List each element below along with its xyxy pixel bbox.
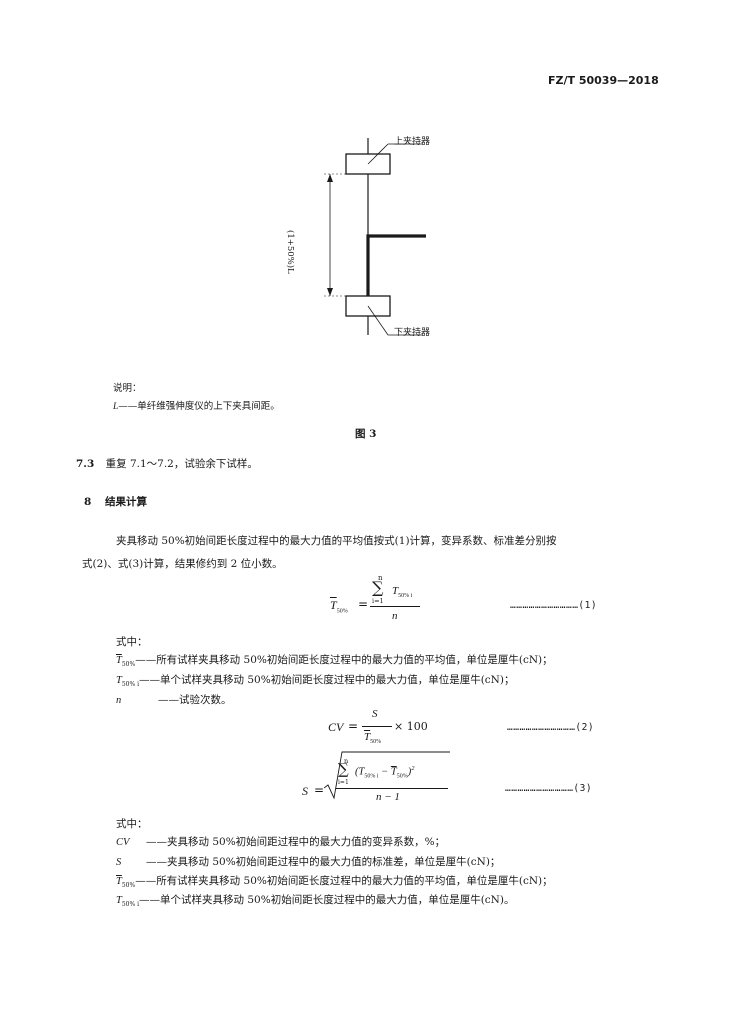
eq1-number: ……………………………(1)	[510, 600, 598, 611]
where2-item-3: T50%——所有试样夹具移动 50%初始间距长度过程中的最大力值的平均值，单位是…	[116, 875, 553, 890]
eq1-sum-top: n	[378, 574, 383, 582]
eq1-fraction-bar	[370, 606, 420, 607]
eq3-lhs: S	[302, 784, 308, 798]
lower-leader	[367, 305, 389, 336]
section-7-3: 7.3 重复 7.1～7.2，试验余下试样。	[76, 456, 258, 471]
intro-line-1: 夹具移动 50%初始间距长度过程中的最大力值的平均值按式(1)计算，变异系数、标…	[116, 535, 557, 547]
where2-item-1: CV——夹具移动 50%初始间距过程中的最大力值的变异系数，%；	[116, 836, 446, 848]
eq3-numerator-term: (T50% i − T50%)2	[355, 765, 415, 780]
eq1-sigma: ∑	[372, 578, 384, 597]
figure-caption: 图 3	[355, 428, 377, 440]
legend-text: ——单纤维强伸度仪的上下夹具间距。	[118, 401, 280, 412]
where2-item-2: S——夹具移动 50%初始间距过程中的最大力值的标准差，单位是厘牛(cN)；	[116, 856, 501, 868]
upper-clamp-label: 上夹持器	[394, 137, 431, 147]
eq2-number: ……………………………(2)	[507, 722, 595, 733]
eq2-lhs: CV	[328, 720, 344, 734]
where1-title: 式中：	[116, 636, 148, 648]
eq2-denominator: T50%	[364, 731, 382, 746]
eq1-equals: =	[358, 597, 369, 611]
where2-item-4: T50% i——单个试样夹具移动 50%初始间距长度过程中的最大力值，单位是厘牛…	[116, 894, 515, 909]
eq3-radical	[324, 751, 450, 800]
legend-row: L——单纤维强伸度仪的上下夹具间距。	[113, 398, 280, 412]
where1-item-2: T50% i——单个试样夹具移动 50%初始间距长度过程中的最大力值，单位是厘牛…	[116, 674, 515, 689]
upper-leader	[367, 143, 389, 165]
intro-line-2: 式(2)、式(3)计算，结果修约到 2 位小数。	[82, 558, 283, 570]
where1-item-3: n——试验次数。	[116, 694, 232, 706]
eq1-lhs: T50%	[330, 598, 348, 615]
eq2-numerator: S	[372, 708, 378, 720]
eq2-times: × 100	[394, 720, 428, 733]
dimension-label: (1+50%)L	[285, 230, 295, 274]
section-8-heading: 8 结果计算	[84, 494, 147, 509]
eq3-sigma: ∑	[338, 760, 349, 778]
eq3-number: ……………………………(3)	[505, 783, 593, 794]
eq3-denominator: n − 1	[376, 791, 400, 803]
eq1-sum-bottom: i=1	[372, 597, 384, 605]
where1-item-1: T50%——所有试样夹具移动 50%初始间距长度过程中的最大力值的平均值，单位是…	[116, 654, 553, 669]
section-8-number: 8	[84, 496, 92, 508]
eq3-equals: =	[314, 783, 325, 797]
eq2-fraction-bar	[362, 726, 392, 727]
eq3-sum-bottom: i=1	[338, 779, 349, 786]
lower-clamp-label: 下夹持器	[394, 328, 431, 338]
eq1-denominator: n	[392, 610, 398, 622]
eq3-fraction-bar	[336, 788, 448, 789]
legend-symbol: L	[113, 402, 119, 412]
section-7-3-text: 重复 7.1～7.2，试验余下试样。	[105, 458, 258, 470]
legend-title: 说明：	[113, 383, 142, 394]
eq3-sum-top: n	[344, 757, 349, 765]
eq2-equals: =	[348, 719, 359, 733]
eq1-term: T50% i	[392, 585, 413, 600]
fiber-bend	[366, 234, 426, 296]
section-8-title: 结果计算	[104, 496, 147, 508]
clamp-diagram	[324, 138, 426, 336]
standard-number: FZ/T 50039—2018	[548, 74, 659, 87]
section-7-3-number: 7.3	[76, 458, 95, 470]
where2-title: 式中：	[116, 818, 148, 830]
